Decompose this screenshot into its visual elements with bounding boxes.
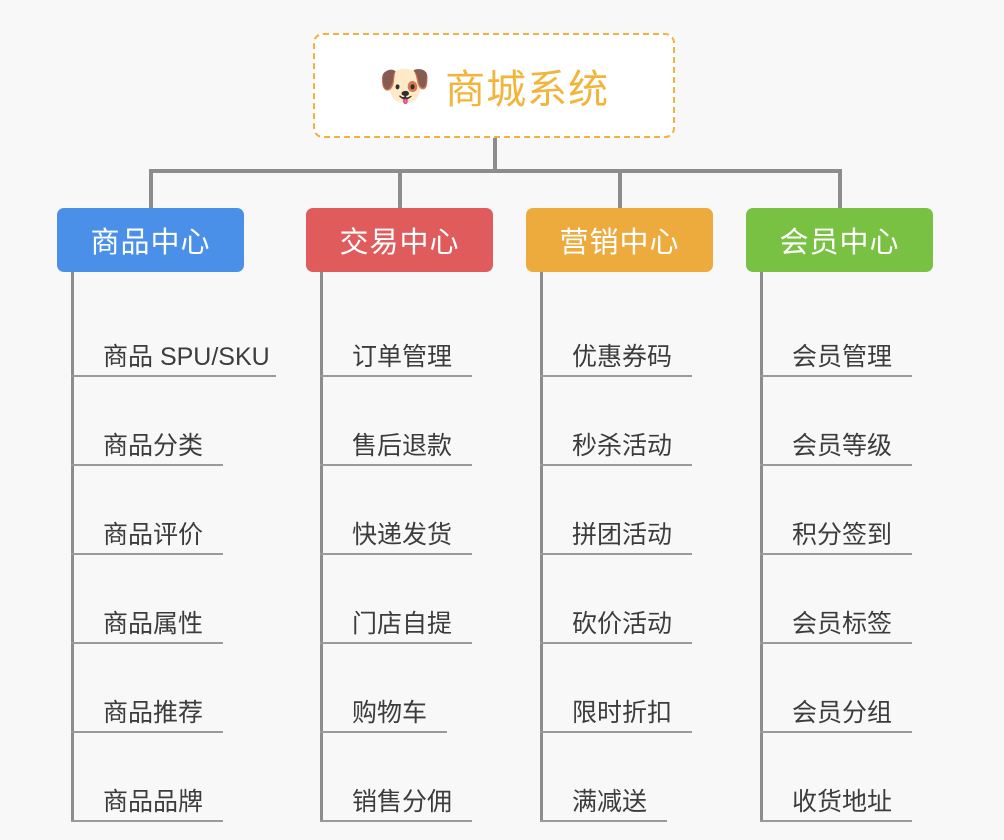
spine-member-center xyxy=(760,272,763,822)
leaf-item-label: 拼团活动 xyxy=(572,520,673,549)
leaf-item-underline xyxy=(320,553,472,555)
leaf-item[interactable]: 优惠券码 xyxy=(526,288,741,377)
leaf-item-underline xyxy=(320,642,472,644)
leaf-item-label: 会员分组 xyxy=(792,698,893,727)
leaf-item[interactable]: 限时折扣 xyxy=(526,644,741,733)
leaf-item-underline xyxy=(760,553,912,555)
leaf-item-label: 购物车 xyxy=(352,698,428,727)
leaf-list-member-center: 会员管理会员等级积分签到会员标签会员分组收货地址 xyxy=(746,272,961,822)
connector-root-vertical xyxy=(493,138,497,171)
spine-product-center xyxy=(71,272,74,822)
leaf-item-underline xyxy=(540,464,692,466)
leaf-item[interactable]: 商品属性 xyxy=(57,555,272,644)
leaf-item-underline xyxy=(540,375,692,377)
category-header-marketing-center[interactable]: 营销中心 xyxy=(526,208,713,272)
root-title: 商城系统 xyxy=(445,67,610,112)
leaf-item-label: 收货地址 xyxy=(792,787,893,816)
spine-marketing-center xyxy=(540,272,543,822)
leaf-item[interactable]: 商品推荐 xyxy=(57,644,272,733)
leaf-item-underline xyxy=(71,731,223,733)
leaf-item-label: 商品品牌 xyxy=(103,787,204,816)
connector-drop-member-center xyxy=(837,169,842,210)
leaf-item-label: 限时折扣 xyxy=(572,698,673,727)
leaf-item-label: 满减送 xyxy=(572,787,648,816)
leaf-item[interactable]: 会员标签 xyxy=(746,555,961,644)
leaf-item-underline xyxy=(71,642,223,644)
leaf-item[interactable]: 拼团活动 xyxy=(526,466,741,555)
leaf-item-label: 商品 SPU/SKU xyxy=(103,342,270,371)
column-trade-center: 交易中心订单管理售后退款快递发货门店自提购物车销售分佣 xyxy=(306,208,521,822)
category-header-product-center[interactable]: 商品中心 xyxy=(57,208,244,272)
leaf-item-label: 商品属性 xyxy=(103,609,204,638)
leaf-item-label: 秒杀活动 xyxy=(572,431,673,460)
leaf-item-label: 商品推荐 xyxy=(103,698,204,727)
leaf-item[interactable]: 商品 SPU/SKU xyxy=(57,288,276,377)
leaf-item-label: 快递发货 xyxy=(352,520,453,549)
leaf-item-label: 销售分佣 xyxy=(352,787,453,816)
column-member-center: 会员中心会员管理会员等级积分签到会员标签会员分组收货地址 xyxy=(746,208,961,822)
leaf-item[interactable]: 购物车 xyxy=(306,644,521,733)
leaf-item[interactable]: 砍价活动 xyxy=(526,555,741,644)
leaf-item[interactable]: 售后退款 xyxy=(306,377,521,466)
shiba-dog-icon: 🐶 xyxy=(378,61,432,109)
leaf-item-label: 积分签到 xyxy=(792,520,893,549)
leaf-item-label: 订单管理 xyxy=(352,342,453,371)
leaf-item-underline xyxy=(71,375,276,377)
leaf-item[interactable]: 收货地址 xyxy=(746,733,961,822)
leaf-item-label: 砍价活动 xyxy=(572,609,673,638)
leaf-item-underline xyxy=(320,375,472,377)
leaf-item[interactable]: 订单管理 xyxy=(306,288,521,377)
spine-trade-center xyxy=(320,272,323,822)
leaf-item-label: 商品评价 xyxy=(103,520,204,549)
leaf-item-underline xyxy=(760,820,912,822)
leaf-item-underline xyxy=(540,553,692,555)
leaf-item-underline xyxy=(320,464,472,466)
root-node[interactable]: 🐶 商城系统 xyxy=(313,33,675,138)
leaf-item[interactable]: 门店自提 xyxy=(306,555,521,644)
leaf-list-product-center: 商品 SPU/SKU 商品分类商品评价商品属性商品推荐商品品牌 xyxy=(57,272,276,822)
leaf-item[interactable]: 商品分类 xyxy=(57,377,272,466)
leaf-item-underline xyxy=(540,820,667,822)
leaf-item[interactable]: 商品品牌 xyxy=(57,733,272,822)
leaf-item-label: 会员标签 xyxy=(792,609,893,638)
category-header-member-center[interactable]: 会员中心 xyxy=(746,208,933,272)
leaf-list-trade-center: 订单管理售后退款快递发货门店自提购物车销售分佣 xyxy=(306,272,521,822)
leaf-item-label: 会员等级 xyxy=(792,431,893,460)
leaf-item-underline xyxy=(540,642,692,644)
leaf-item[interactable]: 会员管理 xyxy=(746,288,961,377)
leaf-item[interactable]: 秒杀活动 xyxy=(526,377,741,466)
leaf-item[interactable]: 商品评价 xyxy=(57,466,272,555)
connector-drop-marketing-center xyxy=(617,169,622,210)
leaf-item-label: 优惠券码 xyxy=(572,342,673,371)
connector-drop-trade-center xyxy=(397,169,402,210)
leaf-item-underline xyxy=(71,464,223,466)
leaf-item-underline xyxy=(71,553,223,555)
connector-horizontal-bus xyxy=(149,169,839,173)
leaf-item[interactable]: 快递发货 xyxy=(306,466,521,555)
leaf-item[interactable]: 满减送 xyxy=(526,733,741,822)
leaf-item-label: 售后退款 xyxy=(352,431,453,460)
leaf-item-label: 会员管理 xyxy=(792,342,893,371)
leaf-item-underline xyxy=(71,820,223,822)
column-product-center: 商品中心商品 SPU/SKU 商品分类商品评价商品属性商品推荐商品品牌 xyxy=(57,208,276,822)
leaf-item-underline xyxy=(760,375,912,377)
leaf-item-underline xyxy=(760,642,912,644)
leaf-item-label: 门店自提 xyxy=(352,609,453,638)
leaf-item[interactable]: 会员分组 xyxy=(746,644,961,733)
leaf-item-underline xyxy=(760,731,912,733)
category-header-trade-center[interactable]: 交易中心 xyxy=(306,208,493,272)
leaf-item-label: 商品分类 xyxy=(103,431,204,460)
leaf-item-underline xyxy=(760,464,912,466)
leaf-item-underline xyxy=(540,731,692,733)
column-marketing-center: 营销中心优惠券码秒杀活动拼团活动砍价活动限时折扣满减送 xyxy=(526,208,741,822)
leaf-list-marketing-center: 优惠券码秒杀活动拼团活动砍价活动限时折扣满减送 xyxy=(526,272,741,822)
connector-drop-product-center xyxy=(148,169,153,210)
leaf-item[interactable]: 会员等级 xyxy=(746,377,961,466)
leaf-item-underline xyxy=(320,820,472,822)
leaf-item[interactable]: 积分签到 xyxy=(746,466,961,555)
leaf-item-underline xyxy=(320,731,447,733)
leaf-item[interactable]: 销售分佣 xyxy=(306,733,521,822)
